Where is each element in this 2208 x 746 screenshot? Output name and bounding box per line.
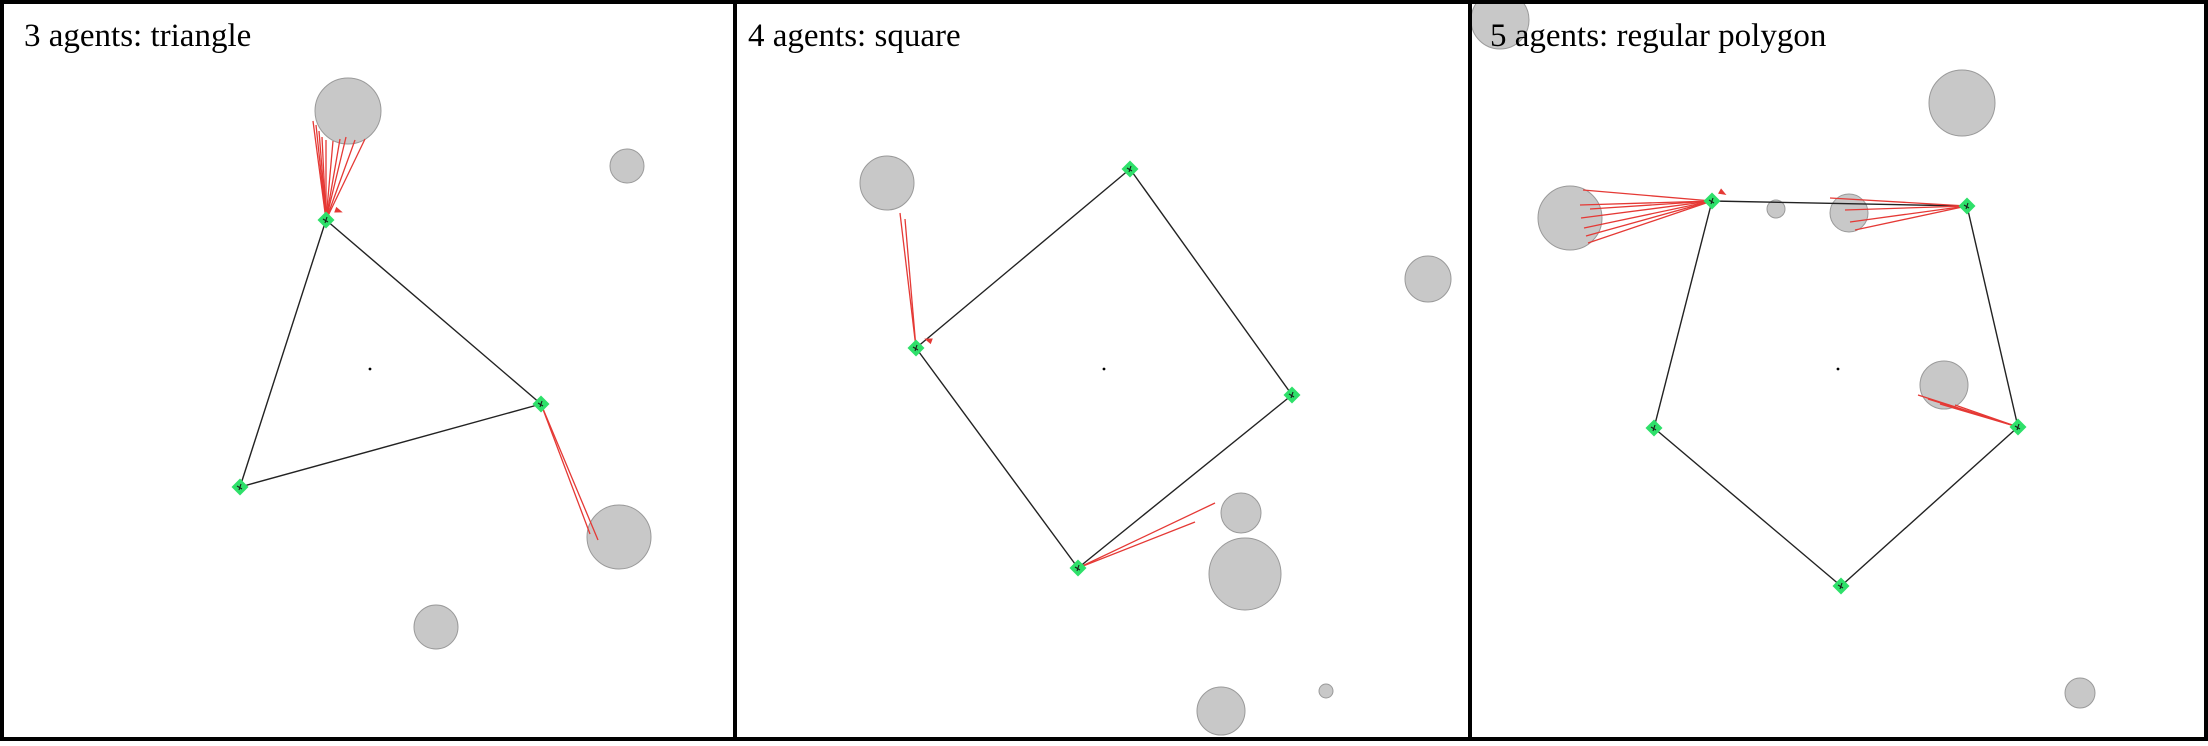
sensor-ray bbox=[325, 138, 366, 221]
panel-title-square: 4 agents: square bbox=[748, 18, 961, 54]
sensor-ray bbox=[1849, 205, 1968, 223]
sensor-ray bbox=[1589, 200, 1713, 210]
obstacle-circle-icon bbox=[1220, 492, 1262, 534]
heading-marker-icon bbox=[924, 338, 933, 345]
sensor-ray bbox=[1587, 200, 1713, 244]
agent-heading-mark bbox=[1650, 424, 1657, 432]
agents-layer bbox=[231, 160, 2027, 595]
sensor-ray bbox=[1829, 197, 1968, 207]
panel-frame-3 bbox=[1468, 0, 2208, 741]
agent-heading-mark bbox=[912, 344, 919, 352]
formation-edges-layer bbox=[239, 168, 2019, 587]
formation-center-dot bbox=[1102, 367, 1106, 371]
formation-edge bbox=[915, 347, 1079, 569]
agent-heading-mark bbox=[2014, 423, 2021, 431]
agent-diamond-icon bbox=[1283, 386, 1301, 404]
agent-heading-mark bbox=[1837, 582, 1844, 590]
formation-edge bbox=[239, 219, 327, 488]
formation-edge bbox=[325, 219, 542, 405]
sensor-ray bbox=[1077, 521, 1196, 569]
agent-diamond-icon bbox=[1958, 197, 1976, 215]
formation-center-dot bbox=[368, 367, 372, 371]
sensor-ray bbox=[325, 139, 356, 221]
agent-diamond-icon bbox=[231, 478, 249, 496]
obstacle-circle-icon bbox=[2064, 677, 2096, 709]
agent-heading-mark bbox=[1288, 391, 1295, 399]
sensor-ray bbox=[325, 140, 334, 221]
obstacle-circle-icon bbox=[1919, 360, 1969, 410]
formation-edge bbox=[915, 168, 1131, 349]
obstacle-circle-icon bbox=[609, 148, 645, 184]
formation-edge bbox=[1966, 205, 2019, 428]
agent-heading-mark bbox=[236, 483, 243, 491]
agent-heading-mark bbox=[1708, 197, 1715, 205]
sensor-ray bbox=[540, 403, 599, 541]
obstacle-circle-icon bbox=[1208, 537, 1282, 611]
obstacle-circle-icon bbox=[1766, 199, 1786, 219]
heading-marker-icon bbox=[334, 206, 343, 213]
obstacle-circle-icon bbox=[1928, 69, 1996, 137]
agent-diamond-icon bbox=[1703, 192, 1721, 210]
sensor-ray bbox=[321, 136, 327, 221]
agent-diamond-icon bbox=[532, 395, 550, 413]
agent-heading-mark bbox=[1963, 202, 1970, 210]
formation-edge bbox=[1840, 426, 2019, 587]
sensor-ray bbox=[904, 218, 917, 349]
formation-edge bbox=[1129, 168, 1293, 396]
obstacle-circle-icon bbox=[1404, 255, 1452, 303]
panel-frame-2 bbox=[733, 0, 1472, 741]
obstacle-circle-icon bbox=[1196, 686, 1246, 736]
sensor-ray bbox=[1077, 502, 1216, 569]
obstacle-circle-icon bbox=[314, 77, 382, 145]
agent-heading-mark bbox=[537, 400, 544, 408]
sensor-ray bbox=[1583, 200, 1713, 229]
agent-diamond-icon bbox=[1121, 160, 1139, 178]
panel-title-triangle: 3 agents: triangle bbox=[24, 18, 252, 54]
obstacle-circle-icon bbox=[859, 155, 915, 211]
sensor-ray bbox=[1844, 205, 1968, 211]
formation-center-dot bbox=[1836, 367, 1840, 371]
agent-heading-mark bbox=[322, 216, 329, 224]
formation-edge bbox=[239, 403, 542, 488]
agent-heading-mark bbox=[1126, 165, 1133, 173]
sensor-ray bbox=[325, 138, 341, 221]
panel-title-polygon: 5 agents: regular polygon bbox=[1490, 18, 1827, 54]
obstacle-circle-icon bbox=[1537, 185, 1603, 251]
formation-edge bbox=[1711, 200, 1968, 207]
heading-marker-icon bbox=[1718, 188, 1727, 195]
sensor-ray bbox=[1582, 189, 1713, 202]
agent-diamond-icon bbox=[907, 339, 925, 357]
obstacles-layer bbox=[314, 0, 2096, 736]
formation-edge bbox=[1653, 200, 1713, 429]
obstacle-circle-icon bbox=[413, 604, 459, 650]
sensor-ray bbox=[1579, 200, 1713, 206]
sensor-ray bbox=[1954, 404, 2019, 428]
agent-diamond-icon bbox=[1645, 419, 1663, 437]
formation-edge bbox=[1077, 394, 1293, 569]
formation-edge bbox=[1653, 427, 1842, 587]
sensor-ray bbox=[1585, 200, 1713, 237]
sensor-ray bbox=[899, 212, 917, 349]
sensor-ray bbox=[540, 403, 591, 535]
agent-diamond-icon bbox=[1069, 559, 1087, 577]
agent-heading-mark bbox=[1074, 564, 1081, 572]
obstacle-circle-icon bbox=[586, 504, 652, 570]
obstacle-circle-icon bbox=[1318, 683, 1334, 699]
sensor-ray bbox=[1580, 200, 1713, 219]
sensor-ray bbox=[325, 136, 347, 221]
sensor-ray bbox=[1939, 403, 2019, 428]
sensor-rays-layer bbox=[312, 120, 2019, 569]
sensor-ray bbox=[1854, 205, 1968, 231]
